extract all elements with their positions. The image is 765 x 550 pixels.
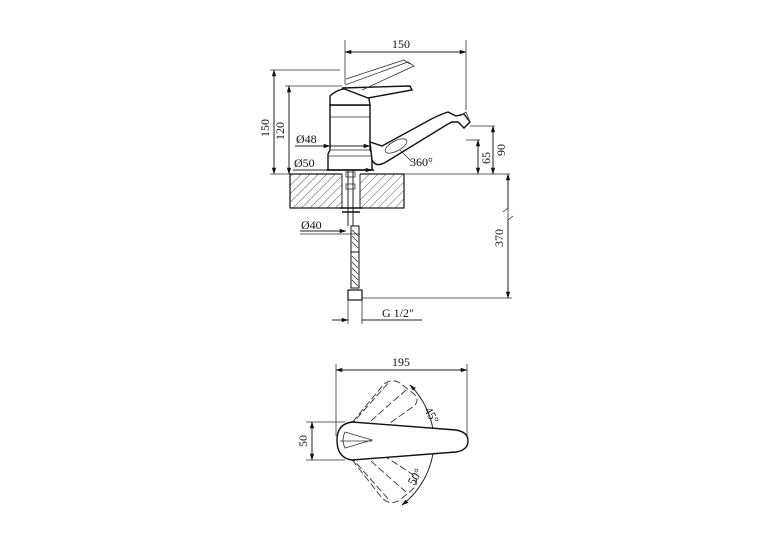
dim-label-height-150: 150 — [258, 119, 272, 137]
dim-label-hose-370: 370 — [492, 229, 506, 247]
dim-label-width-150: 150 — [392, 37, 410, 51]
dim-label-diameter-40: Ø40 — [301, 218, 322, 232]
dim-label-thread: G 1/2" — [382, 306, 414, 320]
dim-label-diameter-48: Ø48 — [296, 132, 317, 146]
dim-label-rotation-360: 360° — [410, 155, 433, 169]
dim-label-width-195: 195 — [392, 355, 410, 369]
dim-label-height-65: 65 — [479, 152, 493, 164]
lever-main — [336, 421, 469, 461]
mounting-rods — [340, 170, 363, 301]
dim-label-width-50: 50 — [296, 435, 310, 447]
dim-label-angle-50: 50° — [405, 466, 426, 488]
side-view: 150 150 120 Ø48 Ø50 360° 65 90 370 Ø40 — [258, 37, 514, 324]
dim-label-height-120: 120 — [273, 122, 287, 140]
countertop — [289, 173, 405, 209]
dim-label-height-90: 90 — [494, 144, 508, 156]
dim-label-diameter-50: Ø50 — [294, 156, 315, 170]
top-view: 195 50 45° 50° — [296, 355, 469, 506]
dim-label-angle-45: 45° — [421, 405, 442, 427]
spout — [369, 111, 471, 166]
